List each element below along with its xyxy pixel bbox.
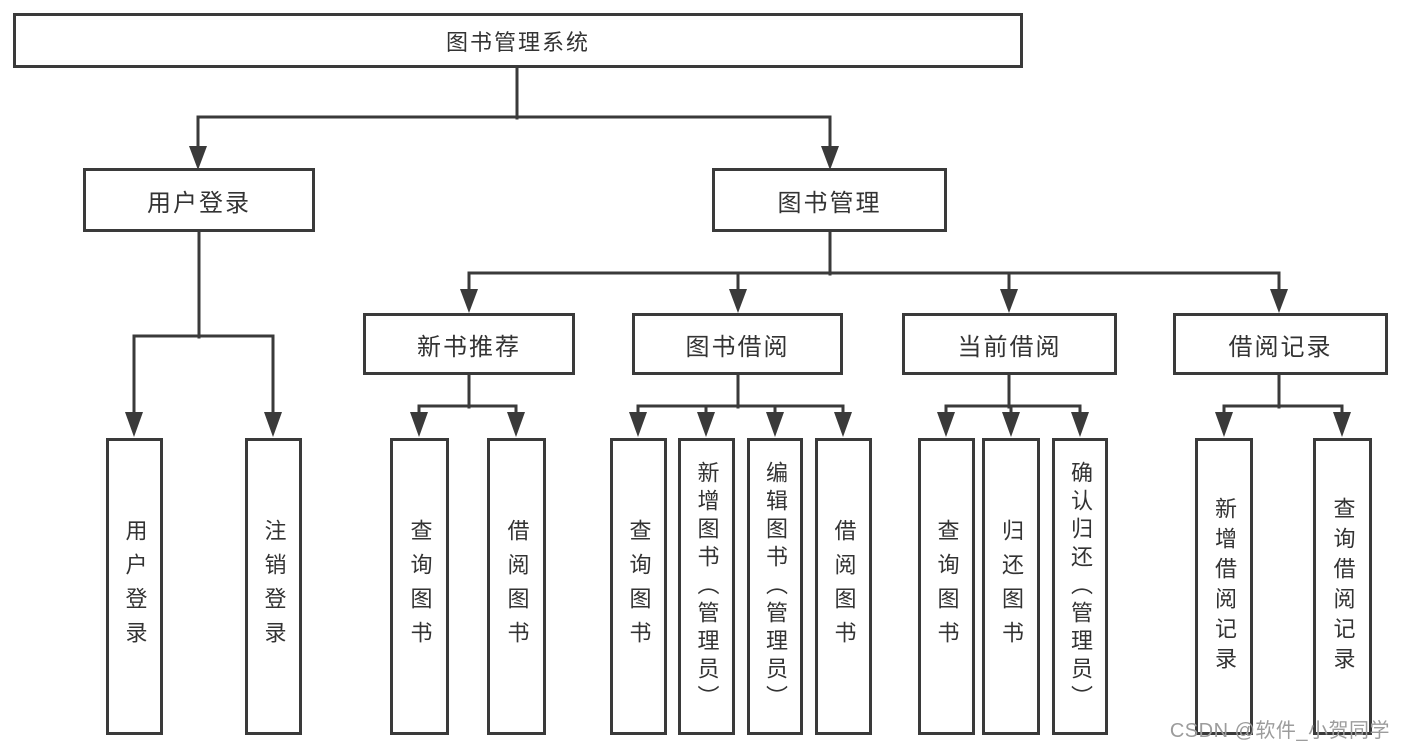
leaf-logout: 注销登录 [245, 438, 302, 735]
node-borrowing-records: 借阅记录 [1173, 313, 1388, 375]
leaf-add-book-admin: 新增图书（管理员） [678, 438, 735, 735]
leaf-query-borrow-record: 查询借阅记录 [1313, 438, 1372, 735]
connector-user-login [125, 230, 282, 437]
node-book-management: 图书管理 [712, 168, 947, 232]
connector-borrowing-records [1215, 373, 1351, 437]
node-library-system: 图书管理系统 [13, 13, 1023, 68]
connector-current-borrowing [937, 373, 1089, 437]
leaf-confirm-return-admin: 确认归还（管理员） [1052, 438, 1108, 735]
node-current-borrowing: 当前借阅 [902, 313, 1117, 375]
leaf-edit-book-admin: 编辑图书（管理员） [747, 438, 803, 735]
connector-new-book-recommend [410, 373, 525, 437]
leaf-borrow-books-2: 借阅图书 [815, 438, 872, 735]
connector-book-management [460, 230, 1288, 313]
csdn-watermark: CSDN @软件_小贺同学 [1169, 720, 1390, 742]
node-user-login: 用户登录 [83, 168, 315, 232]
leaf-query-books-2: 查询图书 [610, 438, 667, 735]
connector-root [189, 66, 839, 170]
node-new-book-recommend: 新书推荐 [363, 313, 575, 375]
leaf-add-borrow-record: 新增借阅记录 [1195, 438, 1253, 735]
leaf-query-books-3: 查询图书 [918, 438, 975, 735]
connector-book-borrowing [629, 373, 852, 437]
node-book-borrowing: 图书借阅 [632, 313, 843, 375]
leaf-return-book: 归还图书 [982, 438, 1040, 735]
leaf-query-books-1: 查询图书 [390, 438, 449, 735]
leaf-user-login: 用户登录 [106, 438, 163, 735]
leaf-borrow-books-1: 借阅图书 [487, 438, 546, 735]
